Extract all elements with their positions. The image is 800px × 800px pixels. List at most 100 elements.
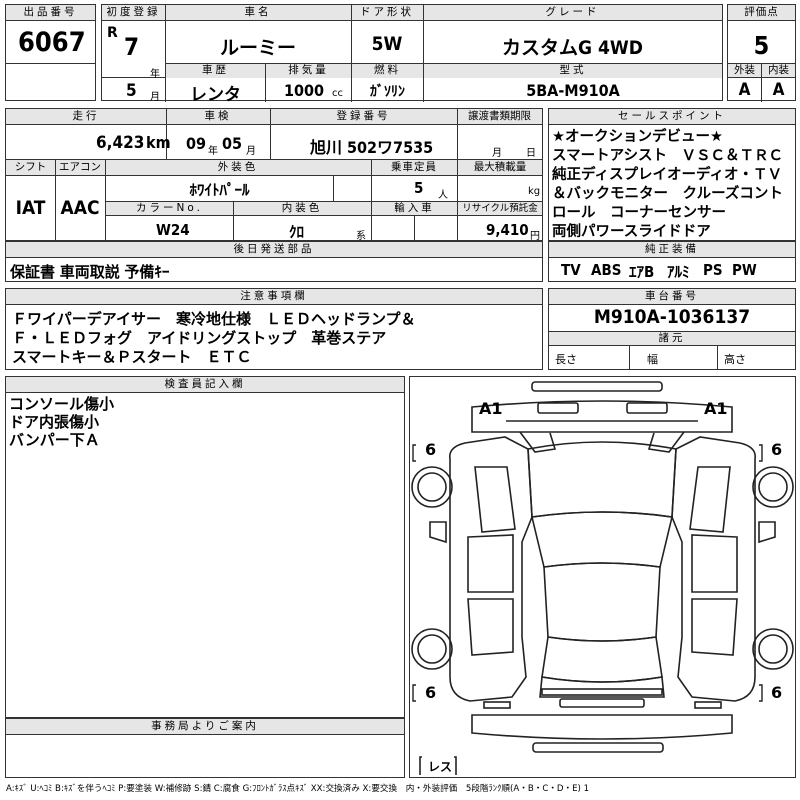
chassis-number: M910A-1036137 xyxy=(593,306,751,328)
air-conditioner: AAC xyxy=(60,197,100,219)
spare-tire: レス xyxy=(428,760,453,774)
tire-rear-right: 6 xyxy=(771,683,783,702)
import-label: 輸入車 xyxy=(372,202,457,216)
tire-front-left: 6 xyxy=(425,440,437,459)
int-grade: A xyxy=(772,80,785,100)
vehicle-header-box: 初度登録 車名 ドア形状 グレード R 7 年 5 月 ルーミー 5W カスタム… xyxy=(101,4,723,105)
score-box: 評価点 5 外装 内装 A A xyxy=(727,4,796,102)
equipment-label: 純正装備 xyxy=(549,242,795,258)
sales-line-1: ★オークションデビュー★ xyxy=(552,129,723,145)
spec-length: 長さ xyxy=(555,353,577,366)
history: レンタ xyxy=(190,85,241,105)
lot-box: 出品番号 6067 xyxy=(5,4,96,101)
sales-line-3: 純正ディスプレイオーディオ・ＴＶ xyxy=(552,167,782,183)
capacity-label: 乗車定員 xyxy=(371,160,457,176)
model-label: 型式 xyxy=(424,64,722,78)
recycle-label: リサイクル預託金 xyxy=(458,202,542,216)
score: 5 xyxy=(753,31,770,60)
interior-color: ｸﾛ xyxy=(289,223,305,241)
transfer-month-unit: 月 xyxy=(492,148,502,159)
sales-points-box: セールスポイント ★オークションデビュー★ スマートアシスト ＶＳＣ＆ＴＲＣ 純… xyxy=(548,108,796,241)
first-reg-month: 5 xyxy=(126,81,137,101)
exterior-color: ﾎﾜｲﾄﾊﾟｰﾙ xyxy=(189,181,250,199)
ext-grade: A xyxy=(738,80,751,100)
legend: A:ｷｽﾞ U:ﾍｺﾐ B:ｷｽﾞを伴うﾍｺﾐ P:要塗装 W:補修跡 S:錆 … xyxy=(6,784,590,794)
office-box: 事務局よりご案内 xyxy=(5,718,405,778)
month-unit: 月 xyxy=(150,92,160,103)
parts-label: 後日発送部品 xyxy=(6,242,542,258)
door-type: 5W xyxy=(371,33,403,55)
capacity-unit: 人 xyxy=(438,190,448,201)
parts-box: 後日発送部品 保証書 車両取説 予備ｷｰ xyxy=(5,241,543,282)
cc-unit: cc xyxy=(332,88,343,99)
chassis-box: 車台番号 M910A-1036137 諸元 長さ 幅 高さ xyxy=(548,288,796,370)
inspector-box: 検査員記入欄 コンソール傷小 ドア内張傷小 バンパー下Ａ xyxy=(5,376,405,718)
equipment-item-airbag: ｴｱB xyxy=(629,263,655,281)
ext-label: 外装 xyxy=(728,64,761,77)
score-label: 評価点 xyxy=(728,5,795,21)
equipment-box: 純正装備 TV ABS ｴｱB ｱﾙﾐ PS PW xyxy=(548,241,796,282)
inspection-label: 車検 xyxy=(166,109,270,125)
inspector-line-1: コンソール傷小 xyxy=(9,395,115,413)
detail-box: 走行 車検 登録番号 譲渡書類期限 6,423 km 09 年 05 月 旭川 … xyxy=(5,108,543,242)
car-name: ルーミー xyxy=(219,37,296,59)
plate-label: 登録番号 xyxy=(270,109,457,125)
notes-line-3: スマートキー＆Ｐスタート ＥＴＣ xyxy=(12,348,252,366)
inspector-line-2: ドア内張傷小 xyxy=(9,413,100,431)
sales-line-6: 両側パワースライドドア xyxy=(552,224,711,240)
first-reg-label: 初度登録 xyxy=(102,5,165,21)
fuel: ｶﾞｿﾘﾝ xyxy=(370,84,405,100)
displacement-label: 排気量 xyxy=(266,64,351,78)
spec-label: 諸元 xyxy=(549,332,795,346)
color-label: 外装色 xyxy=(105,160,371,176)
history-label: 車歴 xyxy=(166,64,265,78)
first-reg-year: 7 xyxy=(124,33,140,61)
door-label: ドア形状 xyxy=(351,5,423,21)
insp-year-unit: 年 xyxy=(208,146,218,157)
equipment-item-abs: ABS xyxy=(591,261,622,279)
displacement: 1000 xyxy=(284,81,325,100)
sales-line-2: スマートアシスト ＶＳＣ＆ＴＲＣ xyxy=(552,148,783,164)
spec-height: 高さ xyxy=(724,353,746,366)
car-diagram xyxy=(411,381,794,775)
color-number: W24 xyxy=(156,221,190,239)
recycle-fee: 9,410 xyxy=(486,221,529,239)
sales-points-label: セールスポイント xyxy=(549,109,795,125)
capacity: 5 xyxy=(414,179,424,197)
int-label: 内装 xyxy=(762,64,795,77)
insp-year: 09 xyxy=(186,134,207,153)
equipment-item-ps: PS xyxy=(703,261,723,279)
load-unit: kg xyxy=(528,186,541,197)
equipment-item-pw: PW xyxy=(732,261,757,279)
transfer-day-unit: 日 xyxy=(526,148,536,159)
inspector-label: 検査員記入欄 xyxy=(6,377,404,393)
era: R xyxy=(107,25,118,41)
lot-label: 出品番号 xyxy=(6,5,95,21)
notes-box: 注意事項欄 Ｆワイパーデアイサー 寒冷地仕様 ＬＥＤヘッドランプ＆ Ｆ・ＬＥＤフ… xyxy=(5,288,543,370)
damage-diagram: A1 A1 6 6 6 6 レス xyxy=(409,376,796,778)
interior-unit: 系 xyxy=(356,231,366,242)
mileage-unit: km xyxy=(146,133,171,152)
notes-line-2: Ｆ・ＬＥＤフォグ アイドリングストップ 革巻ステア xyxy=(12,329,387,347)
transfer-label: 譲渡書類期限 xyxy=(457,109,542,125)
inspector-line-3: バンパー下Ａ xyxy=(9,431,100,449)
grade: カスタムG 4WD xyxy=(502,37,643,59)
recycle-unit: 円 xyxy=(530,231,540,242)
tire-rear-left: 6 xyxy=(425,683,437,702)
shift: IAT xyxy=(15,197,46,219)
parts-text: 保証書 車両取説 予備ｷｰ xyxy=(10,263,170,281)
interior-label: 内装色 xyxy=(233,202,371,216)
load-label: 最大積載量 xyxy=(458,160,542,176)
insp-month: 05 xyxy=(222,134,243,153)
grade-label: グレード xyxy=(423,5,722,21)
damage-mark-a1-left: A1 xyxy=(479,399,503,418)
chassis-label: 車台番号 xyxy=(549,289,795,305)
plate-number: 旭川 502ワ7535 xyxy=(310,138,434,157)
sales-line-5: ロール コーナーセンサー xyxy=(552,205,726,221)
insp-month-unit: 月 xyxy=(246,146,256,157)
fuel-label: 燃料 xyxy=(352,64,423,78)
year-unit: 年 xyxy=(150,69,160,80)
mileage: 6,423 xyxy=(96,133,145,153)
model-code: 5BA-M910A xyxy=(526,81,620,100)
tire-front-right: 6 xyxy=(771,440,783,459)
